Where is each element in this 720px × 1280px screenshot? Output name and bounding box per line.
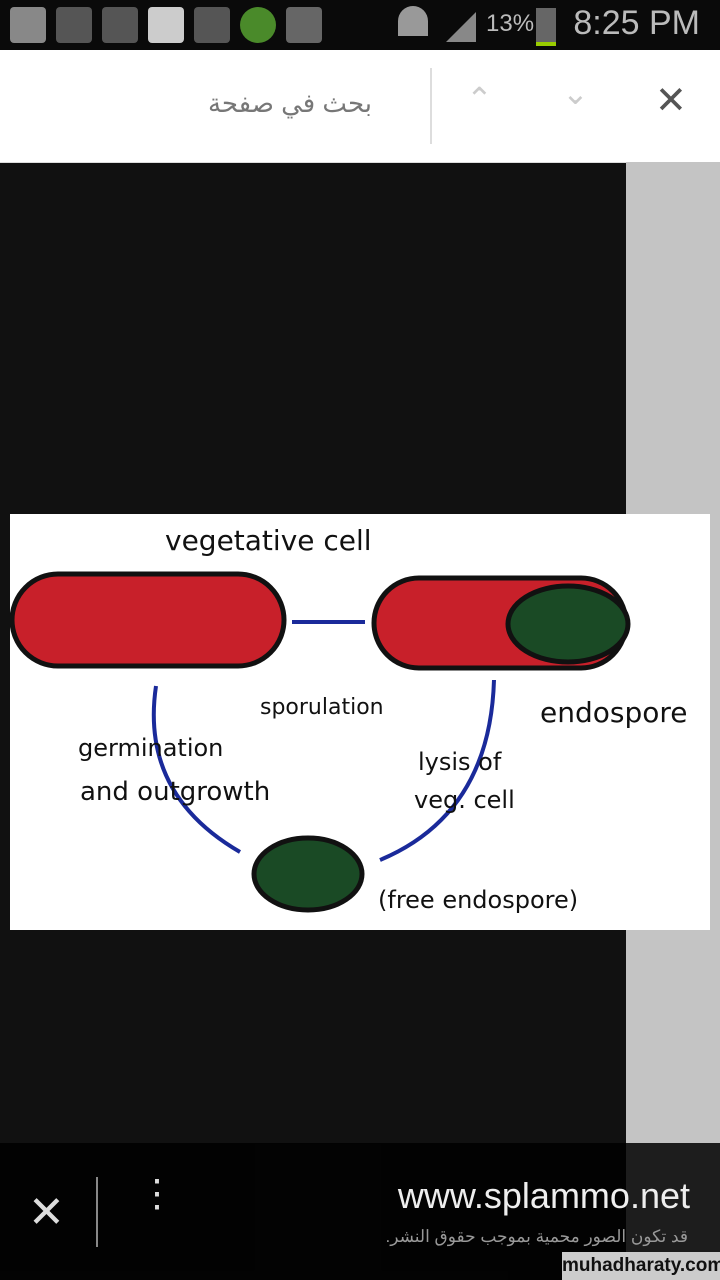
- arrow: [151, 685, 242, 854]
- vegetative-cell-shape: [9, 571, 287, 669]
- more-options-button[interactable]: ⋮: [138, 1173, 176, 1215]
- play-store-notification-icon: [286, 7, 322, 43]
- app-notification-icon: [194, 7, 230, 43]
- app-notification-icon: [102, 7, 138, 43]
- label-veg-cell: veg. cell: [414, 786, 515, 814]
- app-notification-icon: [56, 7, 92, 43]
- battery-icon: [536, 8, 556, 46]
- battery-percent: 13%: [486, 10, 535, 37]
- free-endospore-shape: [251, 835, 365, 913]
- watermark: muhadharaty.com: [562, 1252, 720, 1280]
- label-outgrowth: and outgrowth: [80, 777, 270, 807]
- image-info-bar: ✕ ⋮ www.splammo.net قد تكون الصور محمية …: [0, 1143, 720, 1280]
- signal-icon: [446, 12, 476, 42]
- find-input[interactable]: بحث في صفحة: [207, 88, 372, 118]
- m-app-notification-icon: [148, 7, 184, 43]
- previous-match-button[interactable]: ⌃: [466, 81, 493, 117]
- close-find-button[interactable]: ✕: [655, 80, 687, 122]
- divider: [96, 1177, 98, 1247]
- next-match-button[interactable]: ⌄: [562, 75, 589, 111]
- find-in-page-bar: بحث في صفحة ⌃ ⌄ ✕: [0, 50, 720, 163]
- source-site-link[interactable]: www.splammo.net: [397, 1175, 690, 1216]
- label-germination: germination: [78, 734, 223, 762]
- gallery-notification-icon: [10, 7, 46, 43]
- label-free-endospore: (free endospore): [378, 886, 578, 914]
- endospore-diagram-image: vegetative cell sporulation endospore ge…: [9, 514, 710, 930]
- divider: [430, 68, 432, 144]
- label-vegetative-cell: vegetative cell: [165, 524, 372, 557]
- endospore-shape: [505, 583, 631, 665]
- label-lysis: lysis of: [418, 748, 502, 776]
- label-endospore: endospore: [540, 696, 688, 729]
- arrow: [379, 679, 496, 862]
- wifi-icon: [398, 6, 428, 36]
- clock: 8:25 PM: [573, 4, 700, 42]
- status-bar: 13% 8:25 PM: [0, 0, 720, 50]
- close-image-button[interactable]: ✕: [28, 1188, 65, 1237]
- copyright-notice: قد تكون الصور محمية بموجب حقوق النشر.: [385, 1227, 689, 1246]
- label-sporulation: sporulation: [260, 695, 384, 720]
- shield-notification-icon: [240, 7, 276, 43]
